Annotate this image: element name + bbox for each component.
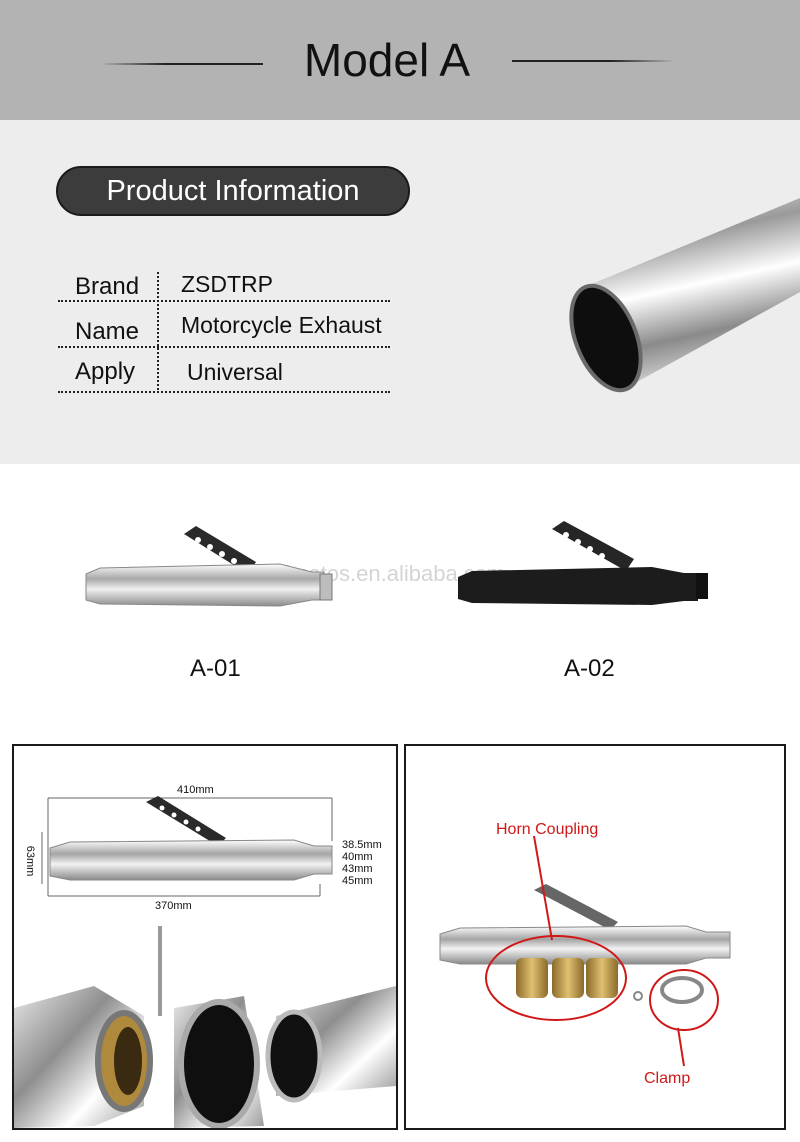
variant-a01-photo <box>85 526 333 607</box>
spec-label-apply: Apply <box>75 358 136 385</box>
spec-value-apply: Universal <box>187 359 283 385</box>
dimension-diameter: 45mm <box>342 875 373 887</box>
variant-a02-photo <box>458 521 708 605</box>
spec-divider <box>58 346 390 348</box>
dimension-height: 63mm <box>24 845 36 877</box>
dimension-drawing <box>14 796 396 1128</box>
spec-value-brand: ZSDTRP <box>181 271 273 297</box>
dimension-diameter: 38.5mm <box>342 839 382 851</box>
dimension-diameter: 43mm <box>342 863 373 875</box>
pipe-end-photo <box>569 198 800 393</box>
spec-divider <box>58 391 390 393</box>
dimension-diameter: 40mm <box>342 851 373 863</box>
clamp-label: Clamp <box>644 1070 691 1087</box>
info-heading-pill <box>56 166 410 216</box>
horn-coupling-label: Horn Coupling <box>496 821 599 838</box>
page-title: Model A <box>303 34 471 86</box>
header-rule-left <box>100 63 263 65</box>
accessories-drawing <box>439 835 731 1067</box>
variant-a02-caption: A-02 <box>564 655 615 682</box>
dimension-length-bottom: 370mm <box>155 900 192 912</box>
variant-a01-caption: A-01 <box>190 655 241 682</box>
header-rule-right <box>512 60 675 62</box>
dimension-length-top: 410mm <box>177 784 214 796</box>
info-heading: Product Information <box>106 175 360 207</box>
spec-divider <box>58 300 390 302</box>
spec-label-name: Name <box>75 318 140 345</box>
spec-value-name: Motorcycle Exhaust <box>181 312 382 338</box>
spec-label-brand: Brand <box>75 273 140 300</box>
spec-column-divider <box>157 272 159 390</box>
